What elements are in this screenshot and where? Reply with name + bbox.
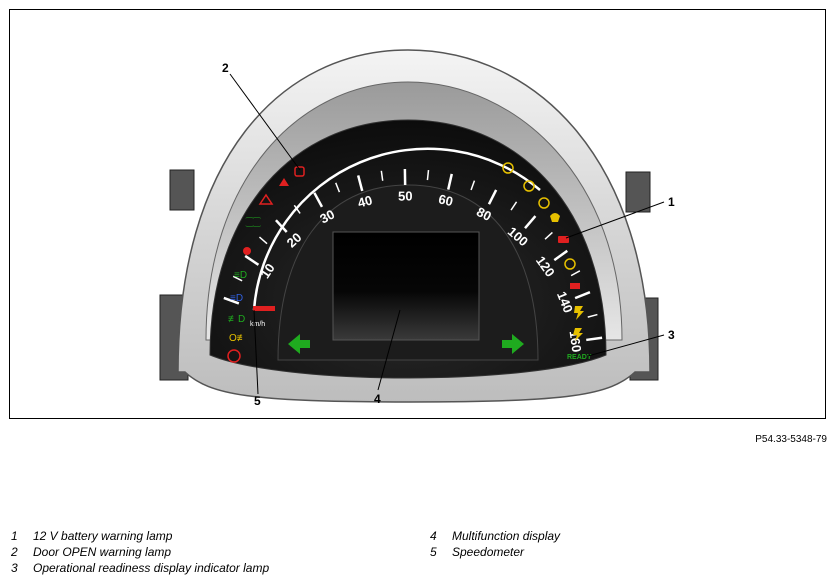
figure-code: P54.33-5348-79 — [755, 434, 827, 445]
left-indicator-lamps: ⁐⁐ ≡D ≡D ≢D O≢ — [227, 166, 305, 363]
speedometer-label: 10 — [257, 261, 278, 281]
legend-item: 1 12 V battery warning lamp — [11, 528, 269, 544]
legend-text: Door OPEN warning lamp — [33, 545, 172, 559]
legend-item: 4 Multifunction display — [430, 528, 560, 544]
esp-icon — [550, 213, 560, 222]
seatbelt-warning-icon — [279, 178, 289, 186]
speedometer-label: 40 — [356, 192, 374, 210]
legend-text: Speedometer — [452, 545, 525, 559]
coolant-temperature-icon — [570, 283, 580, 289]
legend-item: 3 Operational readiness display indicator… — [11, 560, 269, 576]
legend-text: Multifunction display — [452, 529, 561, 543]
speedometer-minor-tick — [544, 231, 553, 240]
speedometer-minor-tick — [258, 236, 268, 245]
speedometer-minor-tick — [380, 170, 384, 181]
leader-line-1 — [565, 201, 665, 239]
speedometer-major-tick — [275, 219, 288, 233]
tire-pressure-icon — [502, 162, 514, 174]
speedometer-minor-tick — [510, 201, 518, 211]
ready-indicator-lamp: READY — [567, 354, 592, 361]
legend-number: 5 — [430, 545, 437, 559]
legend-number: 2 — [11, 545, 18, 559]
speedometer-minor-tick — [470, 180, 476, 191]
leader-line-3 — [587, 334, 665, 357]
speedometer-label: 30 — [317, 206, 337, 226]
brake-system-icon — [523, 180, 535, 192]
legend-right: 4 Multifunction display 5 Speedometer — [430, 528, 560, 560]
speedometer-tick-marks — [223, 169, 603, 342]
speedometer-major-tick — [244, 254, 260, 266]
multifunction-display — [332, 231, 480, 341]
callout-1: 1 — [668, 195, 675, 209]
legend-text: Operational readiness display indicator … — [33, 561, 270, 575]
speedometer-major-tick — [586, 336, 603, 342]
speedometer-minor-tick — [293, 204, 301, 214]
abs-icon — [538, 197, 550, 209]
charging-cable-icon — [573, 328, 583, 341]
speedometer-arc — [252, 147, 541, 311]
speedometer-minor-tick — [426, 169, 430, 181]
speedometer-minor-tick — [570, 270, 581, 277]
speedometer-major-tick — [356, 175, 364, 192]
leader-line-2 — [229, 73, 301, 171]
speedometer-major-tick — [553, 249, 569, 262]
right-bracket — [625, 171, 651, 213]
left-bracket — [169, 169, 195, 211]
callout-leader-lines — [229, 73, 665, 395]
legend-text: 12 V battery warning lamp — [33, 529, 173, 543]
right-indicator-lamps: READY — [502, 162, 592, 361]
speedometer-major-tick — [446, 173, 454, 190]
callout-5: 5 — [254, 394, 261, 408]
legend-number: 3 — [11, 561, 18, 575]
power-reduction-icon — [574, 306, 584, 320]
speedometer-label: 80 — [474, 204, 494, 224]
speedometer-major-tick — [524, 215, 537, 230]
side-light-icon: ⁐⁐ — [245, 216, 261, 227]
general-warning-icon — [564, 258, 576, 270]
speedometer-minor-tick — [232, 275, 243, 282]
speedometer-major-tick — [313, 192, 324, 208]
legend-item: 5 Speedometer — [430, 544, 560, 560]
speedometer-major-tick — [487, 189, 498, 205]
speedometer-major-tick — [223, 296, 240, 305]
brake-warning-icon — [227, 349, 241, 363]
leader-line-4 — [377, 309, 401, 391]
speedometer-label: 140 — [554, 289, 576, 315]
speedometer-label: 60 — [437, 191, 454, 209]
hazard-warning-icon — [258, 193, 274, 205]
legend-left: 1 12 V battery warning lamp 2 Door OPEN wa… — [11, 528, 269, 576]
callout-2: 2 — [222, 61, 229, 75]
airbag-warning-icon — [243, 247, 251, 255]
low-beam-icon: ≡D — [234, 270, 247, 281]
legend-number: 4 — [430, 529, 437, 543]
speedometer-minor-tick — [335, 182, 341, 193]
legend-number: 1 — [11, 529, 18, 543]
speedometer-minor-tick — [587, 313, 598, 318]
left-turn-signal-icon — [288, 334, 310, 354]
rear-fog-lamp-icon: O≢ — [229, 333, 247, 344]
front-fog-lamp-icon: ≢D — [228, 314, 245, 325]
speedometer-major-tick — [574, 290, 591, 300]
callout-3: 3 — [668, 328, 675, 342]
speedometer-unit-label: km/h — [250, 321, 265, 328]
right-turn-signal-icon — [502, 334, 524, 354]
speedometer-label: 50 — [398, 188, 413, 203]
high-beam-icon: ≡D — [230, 293, 243, 304]
legend-item: 2 Door OPEN warning lamp — [11, 544, 269, 560]
door-open-warning-icon — [294, 166, 305, 177]
speedometer-needle-rest — [253, 306, 275, 311]
callout-4: 4 — [374, 392, 381, 406]
leader-line-5 — [253, 309, 259, 395]
